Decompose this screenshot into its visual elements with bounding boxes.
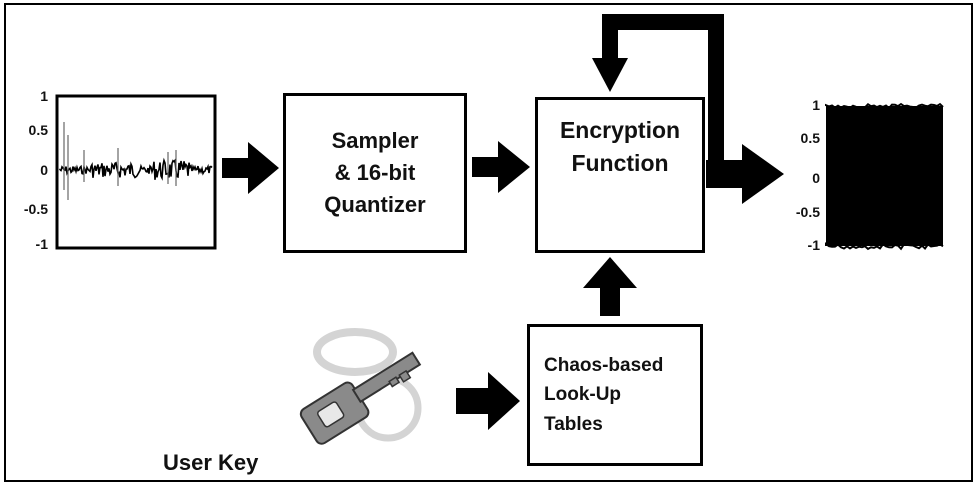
sampler-quantizer-box: Sampler & 16-bit Quantizer bbox=[283, 93, 467, 253]
sampler-line-2: & 16-bit bbox=[334, 160, 416, 186]
feedback-loop bbox=[592, 14, 724, 160]
output-tick-0.5: 0.5 bbox=[800, 130, 820, 146]
arrow-input-to-sampler bbox=[222, 142, 279, 194]
output-edge-top bbox=[825, 102, 944, 110]
input-tick-1: 1 bbox=[40, 88, 48, 104]
output-edge-bottom bbox=[825, 242, 944, 251]
output-waveform-edge bbox=[825, 102, 944, 251]
encryption-line-1: Encryption bbox=[559, 117, 681, 143]
lut-line-3: Tables bbox=[544, 413, 603, 435]
lut-line-1: Chaos-based bbox=[544, 354, 664, 376]
sampler-line-3: Quantizer bbox=[324, 191, 426, 217]
output-tick-m0.5: -0.5 bbox=[795, 204, 820, 220]
input-tick-m0.5: -0.5 bbox=[23, 201, 48, 217]
arrow-key-to-lut bbox=[456, 372, 520, 430]
output-tick-m1: -1 bbox=[807, 237, 820, 253]
arrow-encryption-to-output bbox=[706, 144, 784, 204]
chaos-lut-box: Chaos-based Look-Up Tables bbox=[527, 324, 703, 466]
input-tick-0.5: 0.5 bbox=[28, 122, 48, 138]
input-plot-frame bbox=[55, 94, 217, 250]
lut-line-2: Look-Up bbox=[544, 384, 622, 406]
key-icon bbox=[299, 328, 422, 445]
encryption-function-box: Encryption Function bbox=[535, 97, 705, 253]
arrows bbox=[222, 141, 784, 430]
arrow-lut-to-encryption bbox=[583, 257, 637, 316]
input-waveform bbox=[59, 122, 213, 200]
sampler-line-1: Sampler bbox=[331, 128, 419, 154]
encryption-line-2: Function bbox=[571, 150, 669, 177]
arrow-sampler-to-encryption bbox=[472, 141, 530, 193]
output-tick-0: 0 bbox=[812, 170, 820, 186]
input-tick-0: 0 bbox=[40, 162, 48, 178]
diagram-frame bbox=[4, 3, 973, 482]
input-tick-m1: -1 bbox=[35, 236, 48, 252]
output-tick-1: 1 bbox=[812, 97, 820, 113]
user-key-label: User Key bbox=[163, 450, 259, 475]
output-noise-fill bbox=[826, 106, 943, 246]
